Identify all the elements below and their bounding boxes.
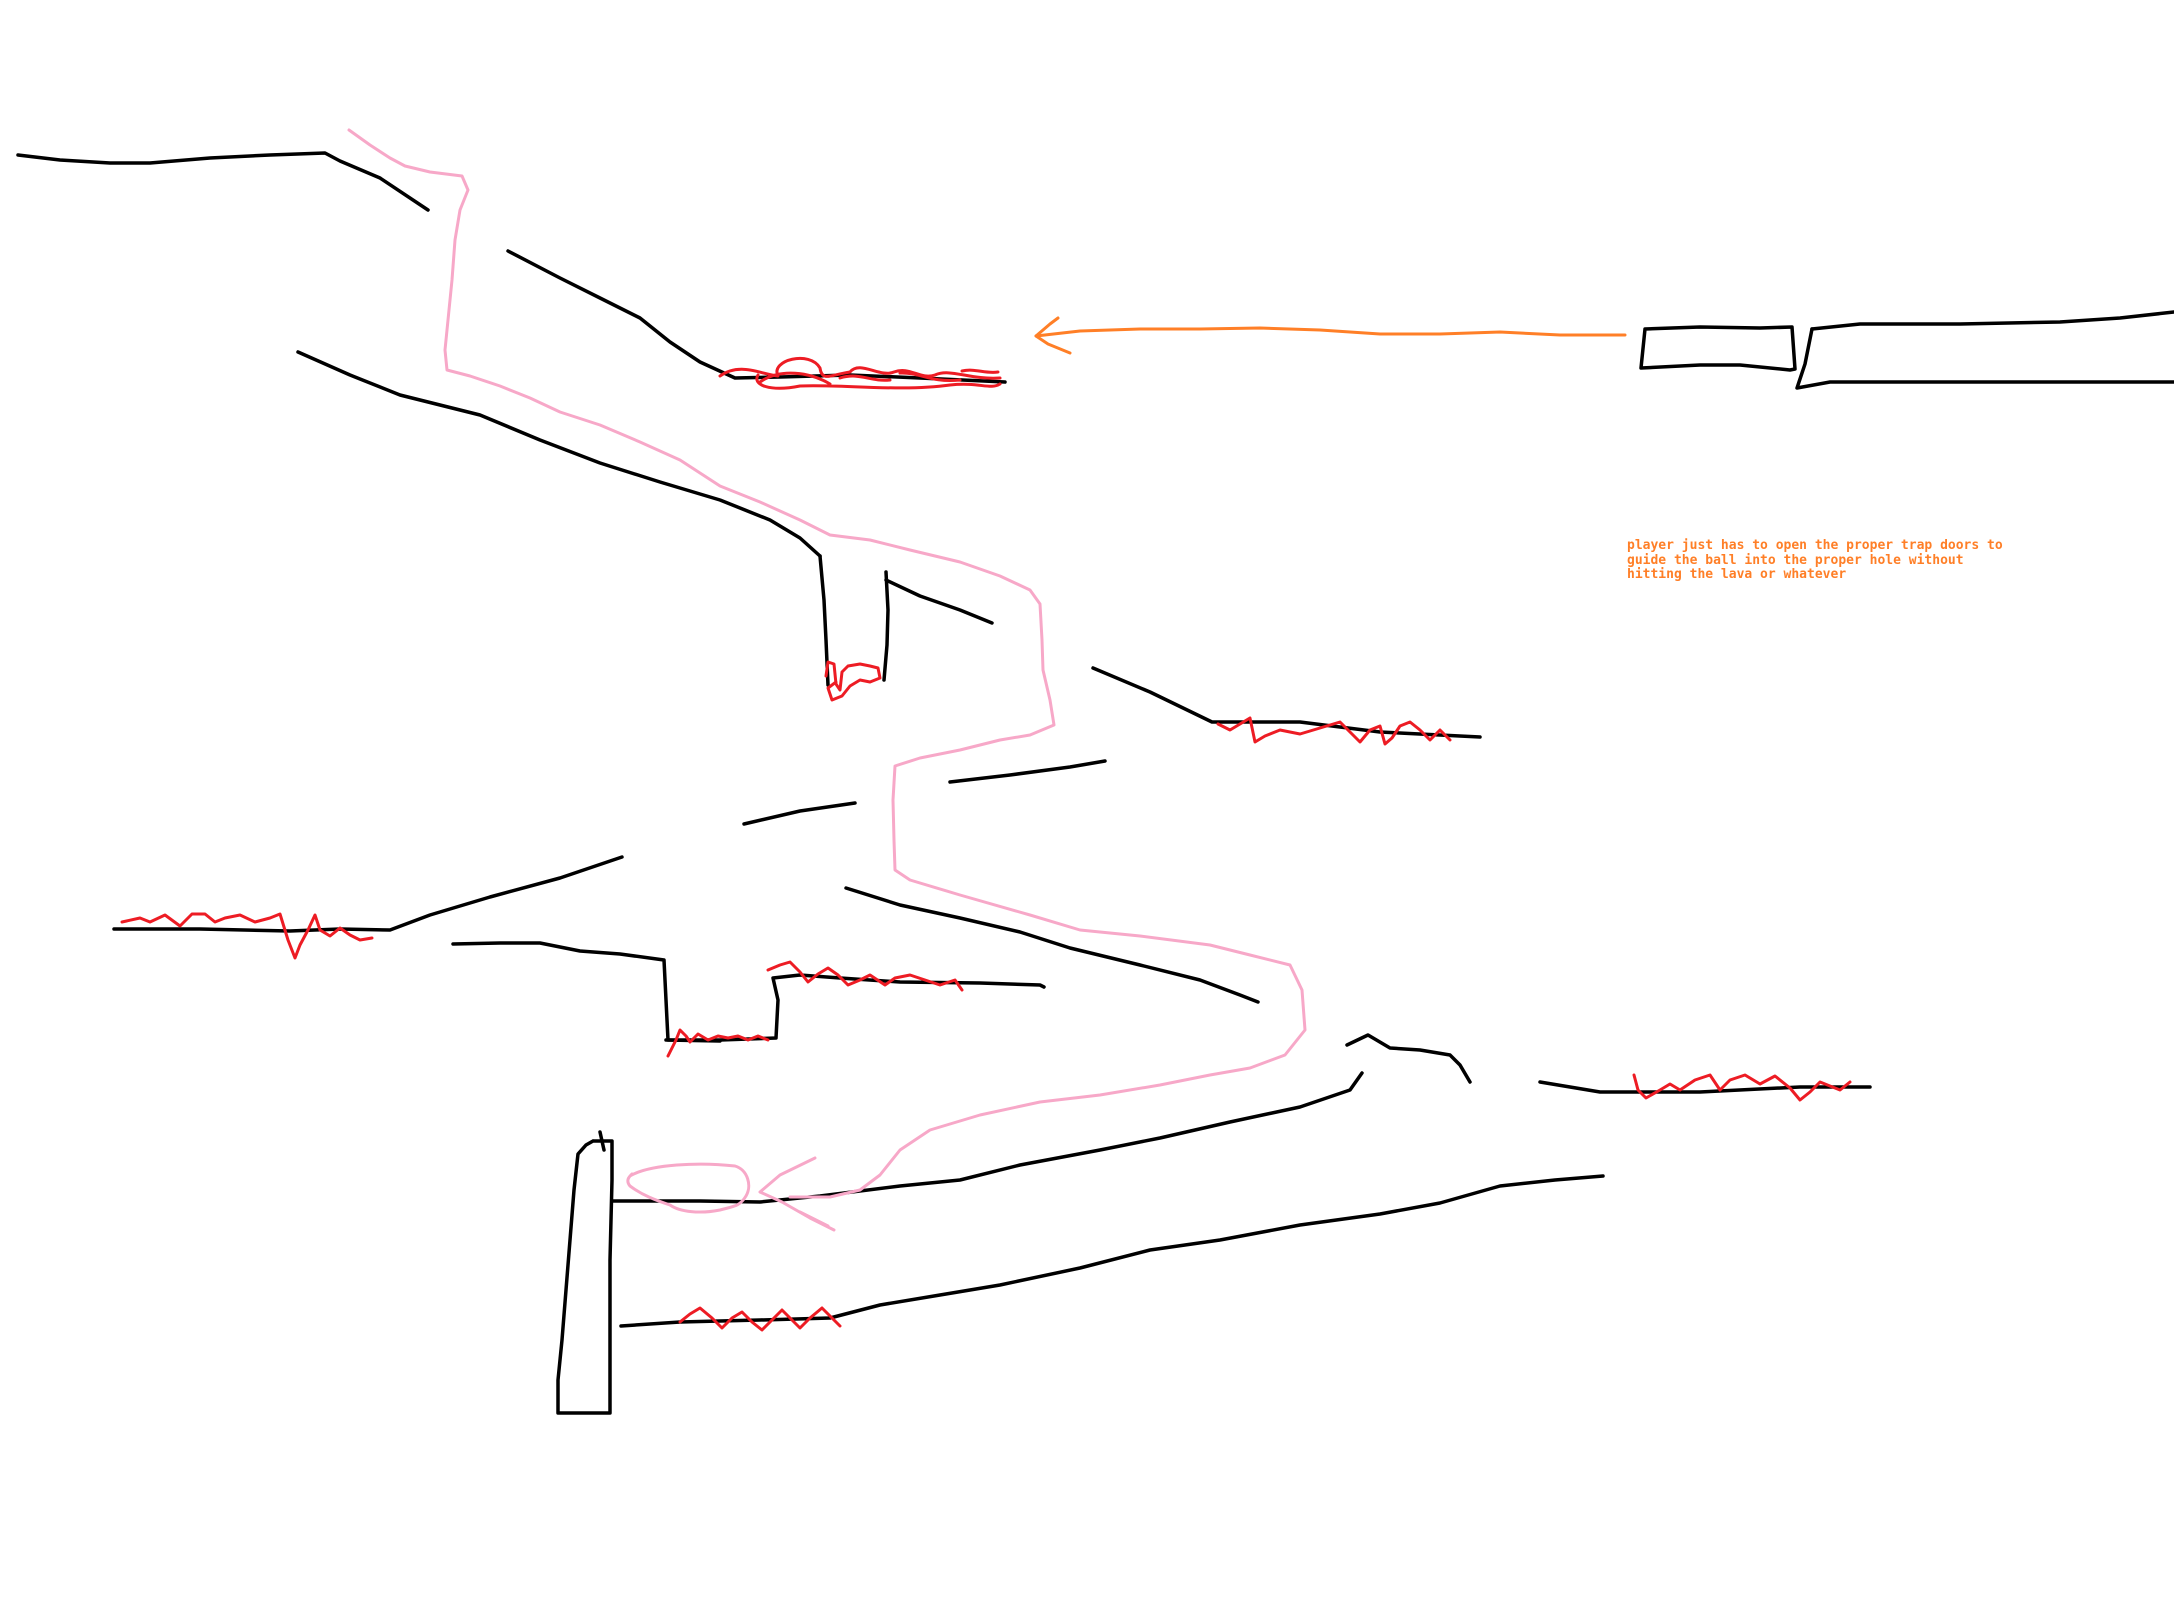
goal-post — [556, 1139, 614, 1415]
goal-post-rim — [598, 1130, 606, 1152]
trap-door-right-edge — [1795, 327, 2174, 390]
trap-door-left — [1639, 325, 1797, 372]
left-lava-ramp — [112, 855, 624, 933]
walls-group — [16, 151, 2174, 1415]
goal-hole-ring — [626, 1162, 751, 1214]
note-arrow-head — [1034, 316, 1072, 355]
lava-zone-right-ramp — [1216, 716, 1452, 746]
lower-pit-frame — [451, 941, 1046, 1042]
ball-path-group — [347, 128, 1307, 1232]
note-arrow-shaft — [1034, 326, 1627, 338]
lava-zone-left — [120, 912, 374, 960]
funnel-exit-ramp — [884, 578, 994, 625]
lower-long-ramp — [844, 886, 1260, 1004]
upper-ramp-left — [296, 350, 822, 558]
lava-zone-pit — [666, 1028, 770, 1058]
design-note: player just has to open the proper trap … — [1627, 538, 2003, 582]
right-bump-ledge — [1345, 1033, 1472, 1084]
ball-path-arrow-head — [758, 1156, 836, 1232]
middle-slope-right — [948, 759, 1107, 784]
top-left-ledge — [16, 151, 430, 212]
funnel-right-wall — [882, 570, 890, 682]
right-lava-ramp — [1091, 666, 1482, 739]
trap-door-right — [1810, 310, 2174, 331]
ball-path — [347, 128, 1307, 1199]
lava-zone-top — [718, 357, 1002, 390]
goal-lower-ramp — [619, 1174, 1605, 1328]
upper-ramp-right — [506, 249, 1007, 384]
goal-upper-ramp — [610, 1071, 1364, 1204]
middle-slope-left — [742, 801, 857, 826]
lava-zone-far-right — [1632, 1073, 1852, 1102]
lava-group — [120, 357, 1852, 1332]
far-right-lava-floor — [1538, 1080, 1872, 1094]
lava-zone-middle — [766, 960, 964, 992]
lava-zone-funnel — [824, 660, 882, 702]
lava-zone-goal-ramp — [678, 1306, 842, 1332]
note-arrow-group — [1034, 316, 1627, 355]
